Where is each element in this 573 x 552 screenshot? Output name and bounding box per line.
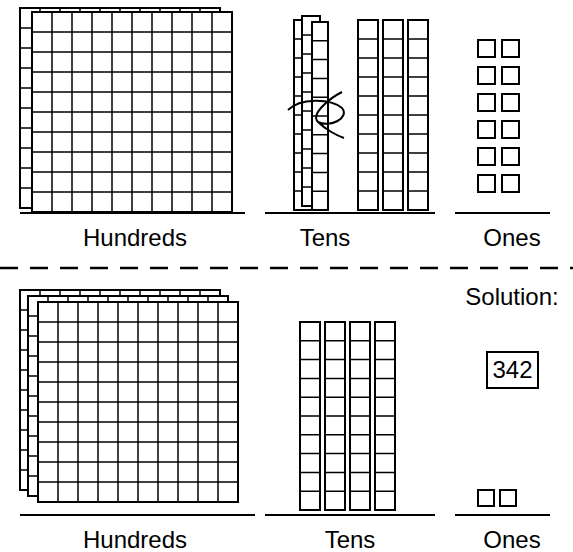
ten-rod (350, 322, 370, 510)
rod-grid (312, 41, 328, 191)
ten-rod (358, 20, 378, 210)
column-label: Tens (325, 528, 376, 552)
one-cube (478, 40, 495, 57)
one-cube (478, 490, 494, 506)
column-label: Ones (483, 226, 540, 250)
ten-rod (383, 20, 403, 210)
one-cube (478, 148, 495, 165)
one-cube (502, 94, 519, 111)
one-cube (478, 94, 495, 111)
rod-grid (383, 39, 403, 191)
flat-grid (32, 12, 232, 212)
ten-rod (312, 22, 328, 210)
one-cube (478, 175, 495, 192)
one-cube (502, 175, 519, 192)
one-cube (502, 121, 519, 138)
rod-grid (350, 341, 370, 491)
column-label: Hundreds (83, 226, 187, 250)
bundle-string (288, 92, 344, 138)
base-line (455, 212, 550, 214)
hundred-flat (32, 12, 232, 212)
ten-rod (300, 322, 320, 510)
divider-line (0, 267, 573, 270)
rod-grid (408, 39, 428, 191)
base-line (265, 514, 435, 516)
base-line (20, 212, 245, 214)
one-cube (502, 148, 519, 165)
base-line (265, 212, 435, 214)
rod-grid (375, 341, 395, 491)
flat-grid (38, 302, 238, 502)
column-label: Hundreds (83, 528, 187, 552)
hundred-flat (38, 302, 238, 502)
ten-rod (325, 322, 345, 510)
column-label: Tens (300, 226, 351, 250)
ten-rod (375, 322, 395, 510)
one-cube (478, 121, 495, 138)
ten-rod (408, 20, 428, 210)
one-cube (502, 67, 519, 84)
base-line (455, 514, 550, 516)
answer-text: 342 (492, 358, 532, 382)
one-cube (500, 490, 516, 506)
one-cube (502, 40, 519, 57)
rod-grid (325, 341, 345, 491)
answer-box: 342 (486, 351, 539, 389)
solution-heading: Solution: (465, 285, 558, 309)
rod-grid (358, 39, 378, 191)
one-cube (478, 67, 495, 84)
rod-grid (300, 341, 320, 491)
base-line (20, 514, 255, 516)
column-label: Ones (483, 528, 540, 552)
